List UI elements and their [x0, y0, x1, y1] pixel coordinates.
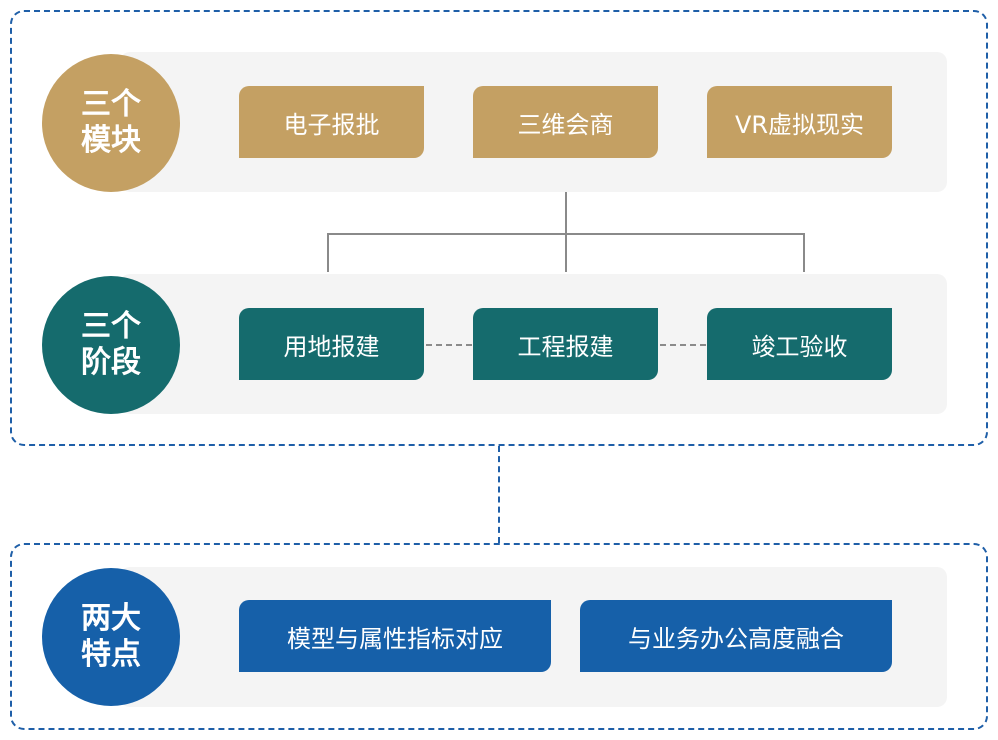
tree-branch-left — [327, 233, 329, 272]
features-circle: 两大 特点 — [42, 568, 180, 706]
feature-box-1: 模型与属性指标对应 — [239, 600, 551, 672]
stage-connector-1 — [426, 344, 472, 346]
tree-crossbar — [327, 233, 805, 235]
modules-circle-line2: 模块 — [81, 123, 141, 158]
stages-circle-line1: 三个 — [81, 309, 141, 344]
upper-frame — [10, 10, 988, 446]
stage-box-1: 用地报建 — [239, 308, 424, 380]
stage-box-2: 工程报建 — [473, 308, 658, 380]
module-box-3: VR虚拟现实 — [707, 86, 892, 158]
stages-circle: 三个 阶段 — [42, 276, 180, 414]
modules-circle-line1: 三个 — [81, 87, 141, 122]
stage-connector-2 — [660, 344, 706, 346]
module-box-1: 电子报批 — [239, 86, 424, 158]
modules-circle: 三个 模块 — [42, 54, 180, 192]
stages-circle-line2: 阶段 — [81, 345, 141, 380]
module-box-2: 三维会商 — [473, 86, 658, 158]
tree-branch-right — [803, 233, 805, 272]
stage-box-3: 竣工验收 — [707, 308, 892, 380]
lower-frame — [10, 543, 988, 730]
features-circle-line1: 两大 — [81, 601, 141, 636]
tree-trunk — [565, 192, 567, 272]
frame-connector — [498, 446, 500, 543]
features-circle-line2: 特点 — [81, 637, 141, 672]
feature-box-2: 与业务办公高度融合 — [580, 600, 892, 672]
